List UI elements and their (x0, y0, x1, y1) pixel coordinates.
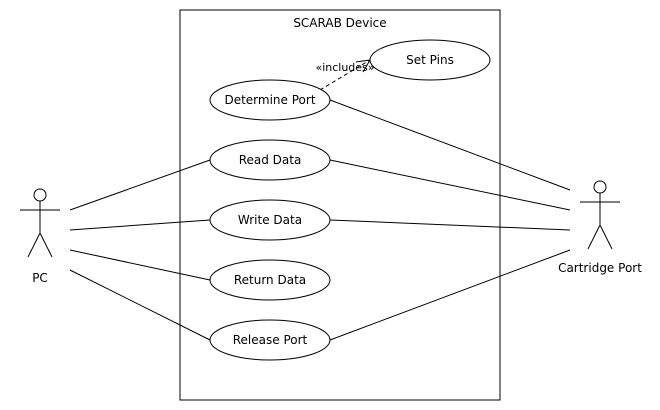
assoc-pc-write-data (69, 219, 211, 231)
release-port-label: Release Port (233, 333, 308, 347)
use-case-return-data (209, 259, 331, 301)
actor-cartridge-left-leg (587, 224, 601, 250)
set-pins-label: Set Pins (406, 53, 454, 67)
assoc-determine-port-cartridge (329, 99, 571, 191)
actor-cartridge-head (593, 180, 607, 194)
assoc-read-data-cartridge (329, 159, 571, 211)
assoc-pc-return-data (69, 249, 211, 281)
system-title: SCARAB Device (293, 16, 386, 30)
use-case-set-pins (369, 39, 491, 81)
use-case-determine-port (209, 79, 331, 121)
actor-pc-right-leg (39, 232, 53, 258)
use-case-write-data (209, 199, 331, 241)
include-dashed-line (319, 59, 371, 91)
assoc-write-data-cartridge (329, 219, 571, 231)
use-case-read-data (209, 139, 331, 181)
read-data-label: Read Data (239, 153, 302, 167)
actor-cartridge-right-leg (599, 224, 613, 250)
actor-cartridge-port (580, 180, 620, 250)
use-case-release-port (209, 319, 331, 361)
actor-pc (20, 188, 60, 258)
system-boundary (179, 9, 501, 401)
assoc-release-port-cartridge (329, 249, 571, 341)
assoc-pc-read-data (69, 159, 211, 211)
return-data-label: Return Data (234, 273, 306, 287)
determine-port-label: Determine Port (224, 93, 315, 107)
actor-pc-head (33, 188, 47, 202)
actor-pc-label: PC (32, 271, 48, 285)
actor-pc-left-leg (27, 232, 41, 258)
includes-label: «includes» (315, 61, 374, 74)
assoc-pc-release-port (69, 269, 211, 341)
write-data-label: Write Data (238, 213, 302, 227)
actor-cartridge-label: Cartridge Port (558, 261, 642, 275)
